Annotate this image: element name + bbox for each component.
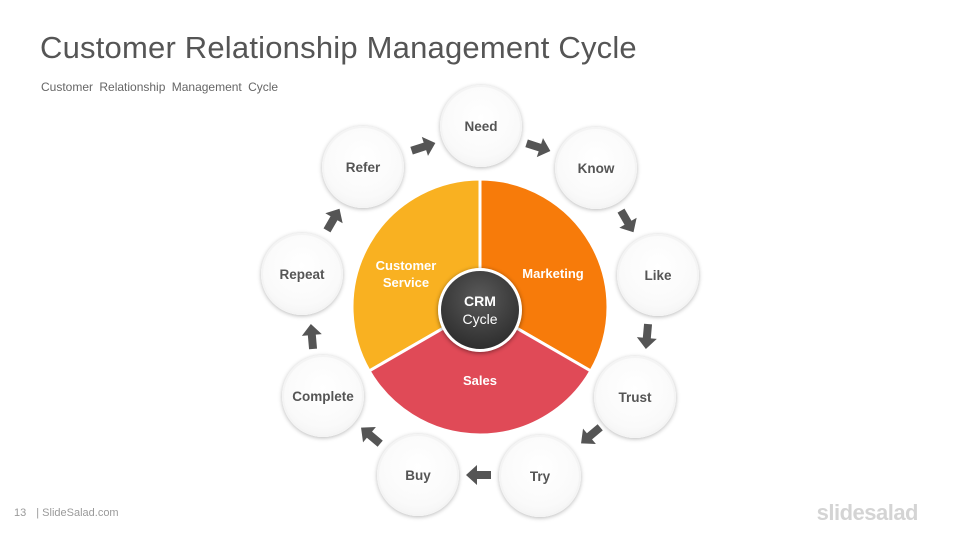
cycle-arrow-icon xyxy=(466,465,491,485)
step-label: Buy xyxy=(405,467,431,483)
cycle-arrow-icon xyxy=(525,138,551,158)
segment-label-sales: Sales xyxy=(463,373,497,388)
cycle-arrow-icon xyxy=(323,208,343,233)
step-refer: Refer xyxy=(322,126,404,208)
segment-label-customer-service: Customer Service xyxy=(375,258,437,290)
step-label: Complete xyxy=(292,388,354,404)
hub-title: CRM xyxy=(464,293,496,309)
step-buy: Buy xyxy=(377,434,459,516)
segment-label-marketing: Marketing xyxy=(522,266,584,281)
step-label: Know xyxy=(577,160,615,176)
step-label: Like xyxy=(644,267,672,283)
slide-title: Customer Relationship Management Cycle xyxy=(40,30,637,65)
step-label: Trust xyxy=(618,389,652,405)
step-label: Need xyxy=(464,118,498,134)
step-know: Know xyxy=(555,127,637,209)
hub-subtitle: Cycle xyxy=(462,311,498,327)
step-label: Repeat xyxy=(279,266,325,282)
cycle-arrow-icon xyxy=(361,427,383,447)
step-need: Need xyxy=(440,85,522,167)
cycle-arrow-icon xyxy=(301,324,322,350)
slide-subtitle: Customer Relationship Management Cycle xyxy=(41,80,279,94)
page-number: 13 xyxy=(14,507,27,519)
footer-source: | SlideSalad.com xyxy=(36,507,119,519)
step-label: Try xyxy=(529,468,551,484)
step-trust: Trust xyxy=(594,356,676,438)
cycle-arrow-icon xyxy=(617,208,637,233)
slide-footer: 13 | SlideSalad.com xyxy=(14,507,119,519)
step-like: Like xyxy=(617,234,699,316)
cycle-arrow-icon xyxy=(581,424,603,444)
step-complete: Complete xyxy=(282,355,364,437)
step-repeat: Repeat xyxy=(261,233,343,315)
step-try: Try xyxy=(499,435,581,517)
crm-cycle-hub: CRM Cycle xyxy=(438,268,522,352)
cycle-arrow-icon xyxy=(636,323,657,349)
segment-sales xyxy=(367,305,593,437)
cycle-arrow-icon xyxy=(410,136,436,156)
step-label: Refer xyxy=(345,159,381,175)
brand-logo: slidesalad xyxy=(816,500,919,525)
